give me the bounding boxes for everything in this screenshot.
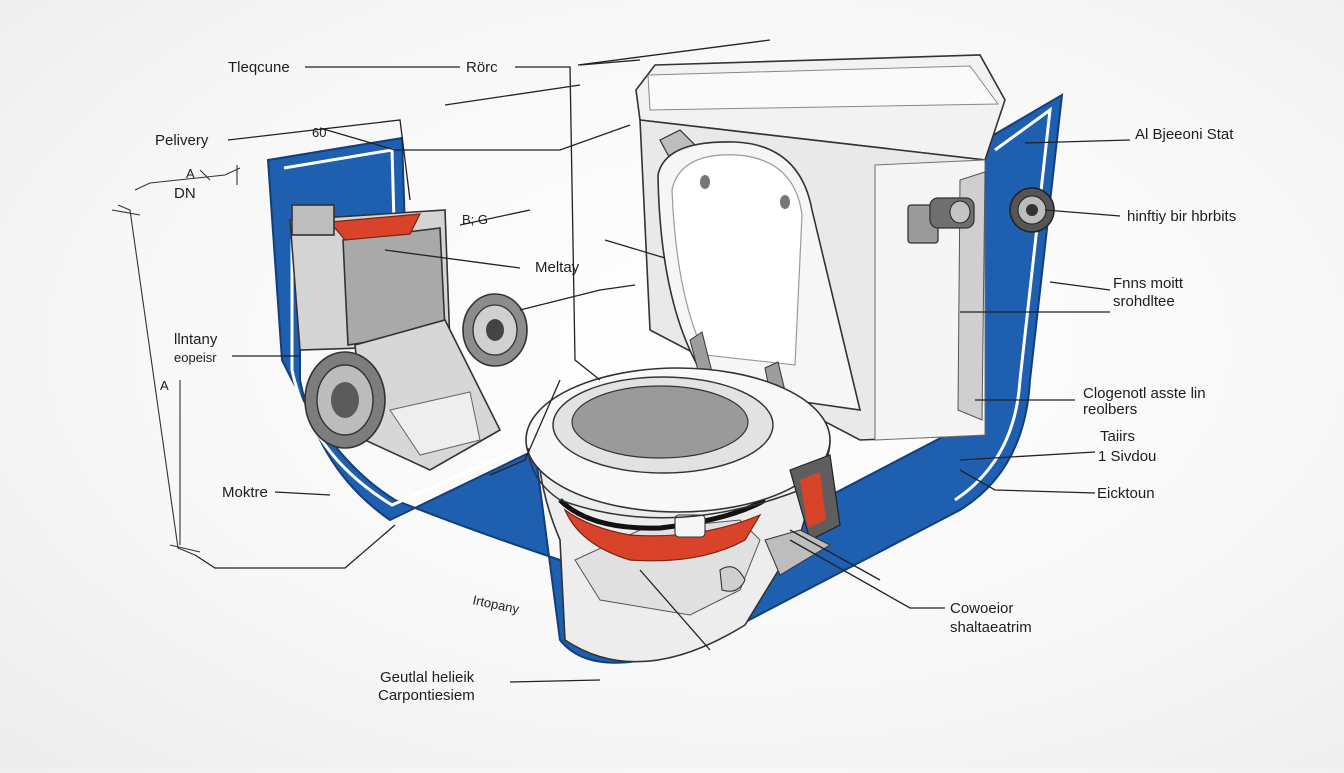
label-right-6: Eicktoun bbox=[1097, 485, 1155, 502]
trapway-pipe bbox=[558, 497, 767, 531]
label-right-1: Al Bjeeoni Stat bbox=[1135, 126, 1234, 143]
raised-seat-lid bbox=[657, 141, 862, 411]
label-central-2: Carpontiesiem bbox=[378, 687, 475, 704]
label-right-7b: shaltaeatrim bbox=[950, 619, 1032, 636]
label-right-2: hinftiy bir hbrbits bbox=[1127, 208, 1236, 225]
label-central-1: Geutlal helieik bbox=[380, 669, 475, 686]
frame-shell bbox=[266, 93, 1064, 664]
label-right-4a: Clogenotl asste lin bbox=[1083, 385, 1206, 402]
left-mechanism bbox=[289, 204, 528, 471]
bolt-cap bbox=[719, 566, 746, 592]
lid-bumper-right bbox=[780, 195, 790, 209]
label-right-3b: srohdltee bbox=[1113, 293, 1175, 310]
dimension-marks bbox=[111, 165, 241, 556]
lid-inner bbox=[671, 154, 803, 366]
label-pelivery: Pelivery bbox=[155, 132, 209, 149]
tank-side-panel bbox=[957, 171, 986, 421]
left-valve bbox=[304, 351, 386, 449]
trapway-highlight bbox=[563, 508, 762, 562]
labels: Tleqcune Rörc Pelivery DN A A 60 B; G Me… bbox=[155, 59, 1236, 704]
floor-flange bbox=[764, 529, 832, 576]
label-irtopany: Irtopany bbox=[471, 592, 521, 617]
label-top-left: Tleqcune bbox=[228, 59, 290, 76]
bowl-opening bbox=[571, 385, 749, 459]
bracket-block bbox=[291, 204, 335, 236]
flush-lever-icon bbox=[907, 197, 975, 244]
label-bg: B; G bbox=[462, 212, 488, 227]
label-moktre: Moktre bbox=[222, 484, 268, 501]
label-right-3a: Fnns moitt bbox=[1113, 275, 1184, 292]
toilet-bowl bbox=[525, 367, 841, 663]
tank-lid-top bbox=[647, 65, 999, 111]
lid-bumper-left bbox=[700, 175, 710, 189]
label-right-4b: reolbers bbox=[1083, 401, 1137, 418]
rear-fitting bbox=[1009, 187, 1055, 233]
lower-chute-face bbox=[389, 391, 481, 456]
trap-clamp bbox=[674, 514, 706, 538]
leader-lines bbox=[194, 39, 1131, 683]
tank-body-side bbox=[874, 159, 986, 441]
label-small-a: A bbox=[160, 378, 169, 393]
label-lintany-2: eopeisr bbox=[174, 350, 217, 365]
label-top-mid: Rörc bbox=[466, 59, 498, 76]
label-right-5a: Taiirs bbox=[1100, 428, 1135, 445]
red-seal-strip bbox=[328, 213, 422, 241]
label-right-7a: Cowoeior bbox=[950, 600, 1013, 617]
label-dn: DN bbox=[174, 185, 196, 202]
label-meltay: Meltay bbox=[535, 259, 580, 276]
frame-inner-edge-right bbox=[954, 106, 1052, 502]
label-right-5b: 1 Sivdou bbox=[1098, 448, 1156, 465]
rear-bracket-accent bbox=[800, 472, 826, 528]
label-lintany-1: llntany bbox=[174, 331, 218, 348]
label-sixty: 60 bbox=[312, 125, 326, 140]
mid-valve bbox=[462, 293, 528, 367]
label-dim-a: A bbox=[186, 166, 195, 181]
